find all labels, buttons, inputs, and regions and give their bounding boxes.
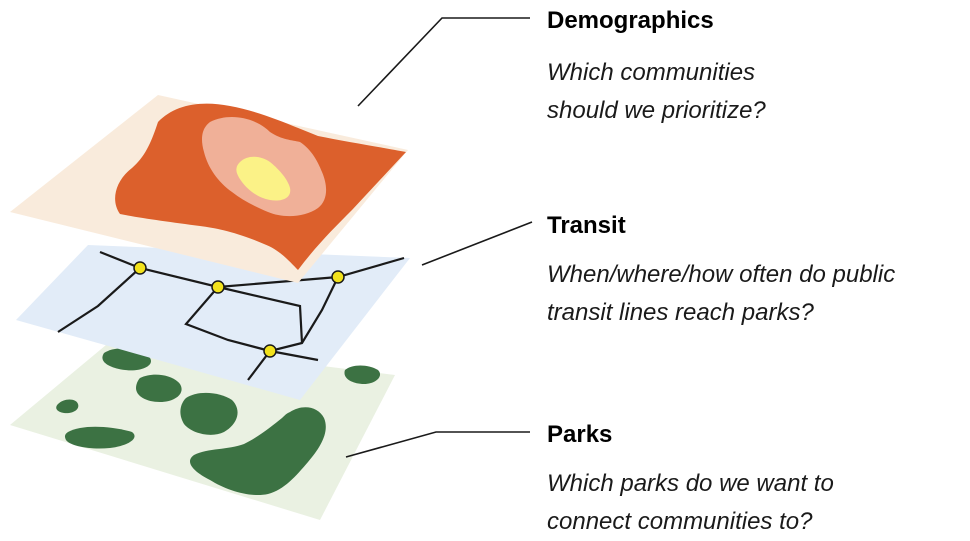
demographics-leader-line: [357, 17, 530, 107]
demographics-title: Demographics: [547, 7, 714, 34]
demographics-core-zone: [236, 156, 291, 201]
transit-stop: [331, 270, 345, 284]
demographics-question-line: should we prioritize?: [547, 97, 766, 124]
park-area: [56, 399, 79, 414]
transit-question-line: transit lines reach parks?: [547, 299, 814, 326]
transit-stops: [133, 261, 345, 358]
transit-stop: [263, 344, 277, 358]
park-area: [64, 426, 135, 449]
transit-leader-line: [421, 221, 533, 266]
transit-line: [184, 286, 319, 362]
transit-question-line: When/where/how often do public: [547, 261, 896, 288]
parks-title: Parks: [547, 421, 613, 448]
transit-question: When/where/how often do public transit l…: [547, 256, 895, 332]
parks-question-line: connect communities to?: [547, 508, 813, 535]
transit-stop: [211, 280, 225, 294]
park-area: [180, 392, 238, 435]
leader-lines: [345, 17, 533, 458]
transit-line: [217, 285, 304, 344]
parks-leader-line: [345, 431, 530, 458]
transit-line: [57, 267, 141, 333]
demographics-layer: [10, 95, 408, 283]
transit-title: Transit: [547, 212, 626, 239]
transit-layer: [16, 245, 410, 400]
park-areas: [56, 348, 381, 496]
demographics-question: Which communities should we prioritize?: [547, 54, 766, 130]
transit-layer-base: [16, 245, 410, 400]
demographics-question-line: Which communities: [547, 59, 756, 86]
park-area: [136, 374, 182, 402]
transit-stop: [133, 261, 147, 275]
park-area: [344, 365, 381, 384]
parks-question-line: Which parks do we want to: [547, 470, 834, 497]
park-area: [189, 407, 326, 496]
parks-question: Which parks do we want to connect commun…: [547, 465, 834, 541]
